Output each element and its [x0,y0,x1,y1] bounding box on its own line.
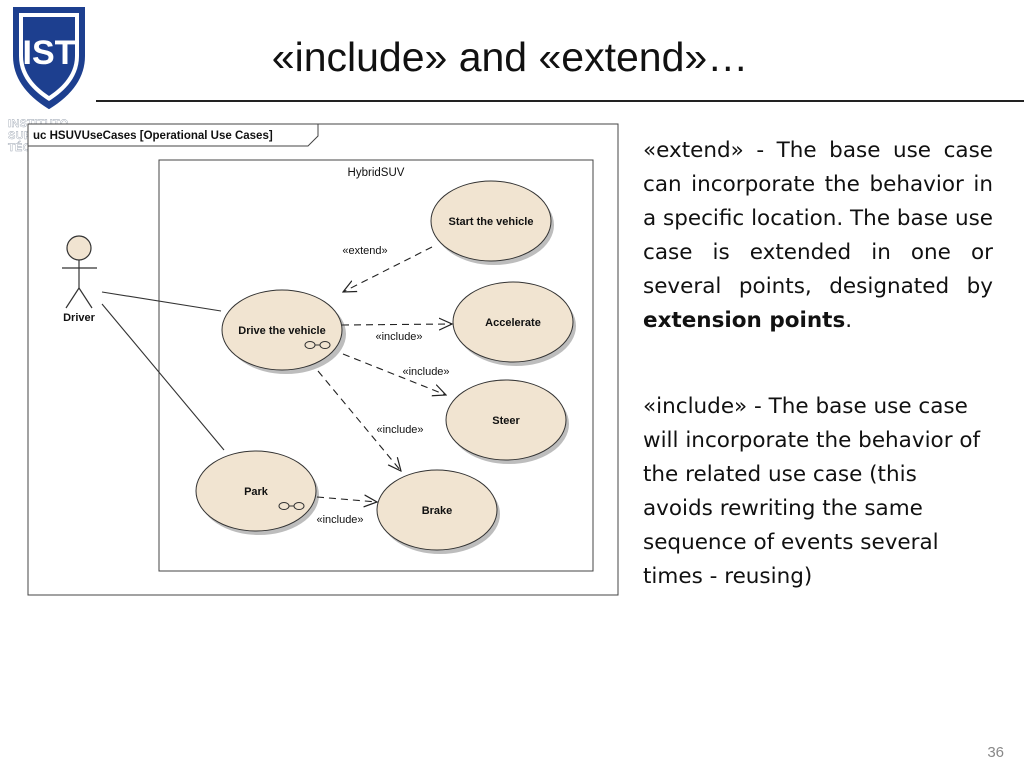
actor-label: Driver [63,312,96,324]
use-case-label: Start the vehicle [449,216,534,228]
extend-arrow-start-to-drive [343,246,433,292]
use-case-label: Drive the vehicle [238,325,325,337]
extend-end: . [845,308,853,333]
page-number: 36 [987,744,1004,761]
frame-title-tab [28,124,319,147]
include-arrow-drive-to-accelerate [341,324,452,325]
extend-body: «extend» - The base use case can incorpo… [643,138,994,299]
system-boundary [158,159,594,572]
use-case-drive-the-vehicle[interactable]: Drive the vehicle [221,289,343,371]
include-label: «include» [376,424,423,436]
use-case-start-the-vehicle[interactable]: Start the vehicle [430,180,552,262]
association-driver-park [101,303,225,451]
use-case-label: Accelerate [485,317,541,329]
association-driver-drive [101,291,222,312]
use-case-label: Park [244,486,269,498]
use-case-brake[interactable]: Brake [376,469,498,551]
system-name: HybridSUV [348,167,405,179]
include-label: «include» [402,366,449,378]
extend-label: «extend» [342,245,387,257]
include-label: «include» [375,331,422,343]
use-case-label: Brake [422,505,453,517]
use-case-steer[interactable]: Steer [445,379,567,461]
include-arrow-drive-to-brake [317,370,401,471]
ist-logo: IST [10,4,88,170]
include-arrow-park-to-brake [316,497,377,502]
actor-driver[interactable] [62,235,97,309]
slide-title: «include» and «extend»… [271,34,749,80]
include-arrow-drive-to-steer [342,353,446,395]
use-case-park[interactable]: Park [195,450,317,532]
include-explanation: «include» - The base use case will incor… [643,390,993,594]
title-divider [96,100,1024,102]
ist-monogram: IST [23,34,76,72]
extend-explanation: «extend» - The base use case can incorpo… [643,134,993,338]
ist-shield-icon: IST [13,7,85,110]
frame-title: uc HSUVUseCases [Operational Use Cases] [33,130,273,142]
extension-points-term: extension points [643,308,846,333]
include-body: «include» - The base use case will incor… [643,394,981,589]
include-label: «include» [316,514,363,526]
use-case-label: Steer [492,415,520,427]
composite-icon [304,341,331,349]
composite-icon [278,502,305,510]
use-case-accelerate[interactable]: Accelerate [452,281,574,363]
